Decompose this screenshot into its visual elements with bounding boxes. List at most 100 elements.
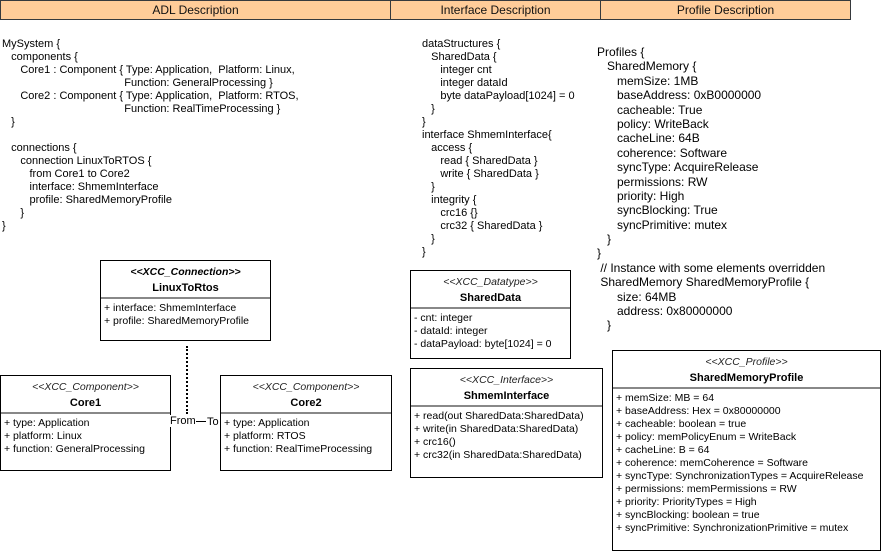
code-line: } <box>422 181 435 193</box>
code-line: crc16 {} <box>422 207 478 219</box>
code-line <box>2 129 299 142</box>
attribute-item: + crc16() <box>414 436 456 448</box>
code-line: } <box>597 232 612 247</box>
attribute-item: + interface: ShmemInterface <box>104 302 237 314</box>
compartment-divider <box>101 297 270 299</box>
attribute-item: + cacheLine: B = 64 <box>616 444 710 456</box>
code-line: SharedMemory { <box>597 59 697 74</box>
code-line: Function: RealTimeProcessing } <box>2 103 281 115</box>
header-profile-description: Profile Description <box>600 0 851 20</box>
code-line: } <box>597 318 612 333</box>
code-line: integer cnt <box>422 64 492 76</box>
uml-class-sharedmemoryprofile[interactable]: <<XCC_Profile>> SharedMemoryProfile + me… <box>612 350 881 551</box>
class-name: LinuxToRtos <box>152 282 219 294</box>
attribute-item: + function: GeneralProcessing <box>4 443 145 455</box>
code-line: cacheLine: 64B <box>597 131 700 146</box>
header-interface-description: Interface Description <box>390 0 601 20</box>
code-line: access { <box>422 142 473 154</box>
stereotype: <<XCC_Component>> <box>252 381 360 393</box>
edge-label-to: To <box>207 416 219 428</box>
class-name: ShmemInterface <box>463 390 550 402</box>
interface-code-block: dataStructures { SharedData { integer cn… <box>422 38 575 259</box>
code-line: connections { <box>2 142 77 154</box>
code-line: integrity { <box>422 194 477 206</box>
stereotype: <<XCC_Interface>> <box>459 374 554 386</box>
edge-label-from: From <box>170 415 196 427</box>
code-line: SharedMemory SharedMemoryProfile { <box>597 275 810 290</box>
code-line: } <box>422 246 426 258</box>
code-line: crc32 { SharedData } <box>422 220 543 232</box>
compartment-divider <box>411 405 602 407</box>
code-line: } <box>597 246 602 261</box>
attribute-item: + crc32(in SharedData:SharedData) <box>414 449 582 461</box>
attribute-item: + type: Application <box>4 417 90 429</box>
compartment-divider <box>1 412 170 414</box>
attribute-item: + function: RealTimeProcessing <box>224 443 373 455</box>
stereotype: <<XCC_Profile>> <box>705 356 788 368</box>
attribute-list: + memSize: MB = 64+ baseAddress: Hex = 0… <box>613 389 880 535</box>
code-line: Core1 : Component { Type: Application, P… <box>2 64 295 76</box>
code-line: connection LinuxToRTOS { <box>2 155 152 167</box>
attribute-item: - dataPayload: byte[1024] = 0 <box>414 338 552 350</box>
code-line: syncType: AcquireRelease <box>597 160 759 175</box>
code-line: interface: ShmemInterface <box>2 181 159 193</box>
header-adl-description: ADL Description <box>0 0 391 20</box>
code-line: from Core1 to Core2 <box>2 168 130 180</box>
code-line: Function: GeneralProcessing } <box>2 77 273 89</box>
stereotype: <<XCC_Datatype>> <box>443 276 538 288</box>
attribute-item: - cnt: integer <box>414 312 473 324</box>
attribute-item: + syncType: SynchronizationTypes = Acqui… <box>616 470 864 482</box>
code-line: } <box>422 103 435 115</box>
attribute-list: + type: Application+ platform: Linux+ fu… <box>1 414 170 456</box>
code-line: } <box>2 207 25 219</box>
attribute-item: + permissions: memPermissions = RW <box>616 483 797 495</box>
uml-class-linuxtortos[interactable]: <<XCC_Connection>> LinuxToRtos + interfa… <box>100 260 271 341</box>
attribute-item: + priority: PriorityTypes = High <box>616 496 757 508</box>
attribute-item: + type: Application <box>224 417 310 429</box>
code-line: coherence: Software <box>597 145 728 160</box>
class-name: SharedData <box>459 292 522 304</box>
code-line: } <box>2 220 6 232</box>
dotted-association-line <box>186 346 188 414</box>
code-line: } <box>2 116 15 128</box>
uml-class-core1[interactable]: <<XCC_Component>> Core1 + type: Applicat… <box>0 375 171 471</box>
code-line: address: 0x80000000 <box>597 304 733 319</box>
code-line: cacheable: True <box>597 102 703 117</box>
code-line: policy: WriteBack <box>597 116 709 131</box>
uml-class-shmeminterface[interactable]: <<XCC_Interface>> ShmemInterface + read(… <box>410 368 603 478</box>
attribute-list: + type: Application+ platform: RTOS+ fun… <box>221 414 391 456</box>
attribute-list: + interface: ShmemInterface+ profile: Sh… <box>101 299 270 328</box>
connection-edge <box>196 421 206 422</box>
attribute-item: + syncPrimitive: SynchronizationPrimitiv… <box>616 522 849 534</box>
code-line: Core2 : Component { Type: Application, P… <box>2 90 299 102</box>
attribute-item: + platform: Linux <box>4 430 82 442</box>
code-line: profile: SharedMemoryProfile <box>2 194 172 206</box>
uml-class-shareddata[interactable]: <<XCC_Datatype>> SharedData - cnt: integ… <box>410 270 571 359</box>
attribute-list: - cnt: integer- dataId: integer- dataPay… <box>411 309 570 351</box>
attribute-item: + write(in SharedData:SharedData) <box>414 423 579 435</box>
code-line: syncBlocking: True <box>597 203 718 218</box>
attribute-item: + profile: SharedMemoryProfile <box>104 315 250 327</box>
class-name: Core1 <box>69 397 102 409</box>
attribute-item: + platform: RTOS <box>224 430 306 442</box>
compartment-divider <box>411 307 570 309</box>
attribute-item: + coherence: memCoherence = Software <box>616 457 809 469</box>
attribute-item: + policy: memPolicyEnum = WriteBack <box>616 431 797 443</box>
code-line: baseAddress: 0xB0000000 <box>597 88 762 103</box>
compartment-divider <box>613 387 880 389</box>
code-line: interface ShmemInterface{ <box>422 129 552 141</box>
profile-code-block: Profiles { SharedMemory { memSize: 1MB b… <box>597 45 825 333</box>
attribute-item: + cacheable: boolean = true <box>616 418 747 430</box>
attribute-item: - dataId: integer <box>414 325 488 337</box>
code-line: read { SharedData } <box>422 155 538 167</box>
code-line: } <box>422 116 426 128</box>
code-line: dataStructures { <box>422 38 501 50</box>
code-line: MySystem { <box>2 38 61 50</box>
code-line: // Instance with some elements overridde… <box>597 260 826 275</box>
uml-class-core2[interactable]: <<XCC_Component>> Core2 + type: Applicat… <box>220 375 392 471</box>
code-line: SharedData { <box>422 51 497 63</box>
code-line: permissions: RW <box>597 174 708 189</box>
code-line: memSize: 1MB <box>597 73 699 88</box>
stereotype: <<XCC_Connection>> <box>130 266 241 278</box>
compartment-divider <box>221 412 391 414</box>
